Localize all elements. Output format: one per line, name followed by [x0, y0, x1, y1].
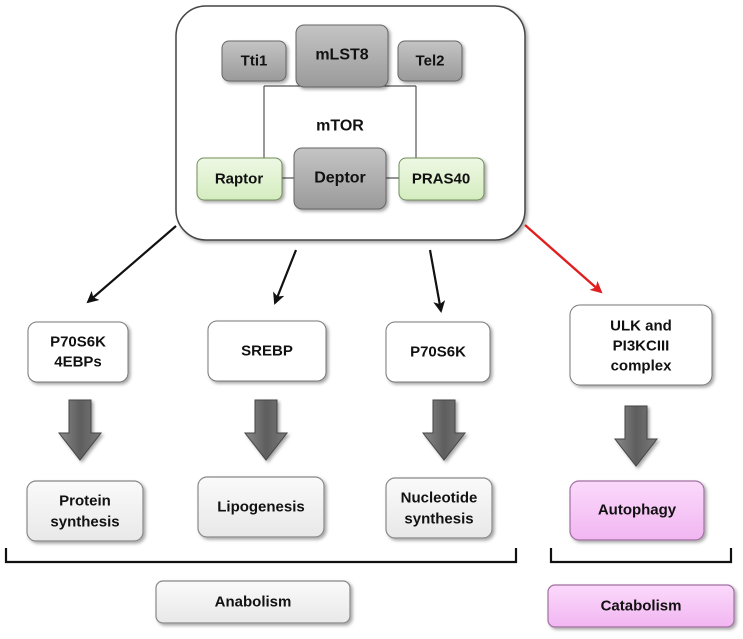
- outcome-protein-line1: Protein: [59, 493, 111, 510]
- block-arrow-protein: [57, 399, 103, 461]
- arrow-to-ulk-complex: [524, 224, 603, 294]
- subunit-raptor-label: Raptor: [215, 171, 263, 188]
- mtor-core-label: mTOR: [316, 118, 364, 135]
- effector-p70s6k-label: P70S6K: [410, 344, 466, 361]
- subunit-tti1-label: Tti1: [241, 53, 268, 70]
- outcome-autophagy: Autophagy: [569, 480, 705, 541]
- subunit-mlst8-label: mLST8: [315, 47, 368, 64]
- effector-srebp-label: SREBP: [241, 343, 293, 360]
- category-anabolism-label: Anabolism: [215, 594, 292, 611]
- catabolism-bracket: [549, 548, 733, 564]
- block-arrow-nucleotide: [421, 399, 467, 461]
- category-catabolism: Catabolism: [547, 584, 735, 628]
- subunit-tti1: Tti1: [221, 40, 287, 82]
- category-anabolism: Anabolism: [155, 580, 351, 624]
- subunit-tel2: Tel2: [397, 40, 463, 82]
- effector-ulk-line2: PI3KCIII: [613, 338, 670, 355]
- arrow-to-p70s6k-4ebps: [86, 225, 177, 304]
- outcome-nucleotide-synthesis: Nucleotide synthesis: [385, 477, 493, 539]
- outcome-protein-synthesis: Protein synthesis: [26, 480, 144, 542]
- anabolism-bracket: [4, 548, 518, 564]
- category-catabolism-label: Catabolism: [601, 598, 682, 615]
- subunit-deptor: Deptor: [293, 147, 387, 210]
- subunit-mlst8: mLST8: [295, 24, 389, 88]
- outcome-nucleotide-line2: synthesis: [404, 511, 473, 528]
- arrow-to-srebp: [273, 249, 298, 305]
- outcome-nucleotide-line1: Nucleotide: [401, 490, 478, 507]
- effector-ulk-line1: ULK and: [610, 318, 672, 335]
- outcome-protein-line2: synthesis: [50, 514, 119, 531]
- outcome-lipogenesis: Lipogenesis: [197, 476, 325, 538]
- subunit-tel2-label: Tel2: [416, 53, 445, 70]
- subunit-pras40: PRAS40: [398, 157, 485, 201]
- outcome-autophagy-label: Autophagy: [598, 502, 677, 519]
- effector-p70s6k-4ebps: P70S6K 4EBPs: [27, 321, 129, 383]
- subunit-deptor-label: Deptor: [314, 170, 366, 187]
- effector-ulk-complex: ULK and PI3KCIII complex: [569, 304, 713, 386]
- effector-p70s6k-4ebps-line1: P70S6K: [50, 334, 106, 351]
- subunit-pras40-label: PRAS40: [412, 171, 470, 188]
- effector-p70s6k: P70S6K: [385, 321, 491, 383]
- block-arrow-lipogenesis: [243, 399, 289, 461]
- block-arrow-autophagy: [613, 405, 659, 467]
- effector-srebp: SREBP: [207, 320, 327, 382]
- effector-ulk-line3: complex: [611, 358, 673, 375]
- subunit-raptor: Raptor: [196, 157, 283, 201]
- arrow-to-p70s6k: [428, 249, 446, 313]
- effector-p70s6k-4ebps-line2: 4EBPs: [54, 354, 102, 371]
- outcome-lipogenesis-label: Lipogenesis: [217, 499, 305, 516]
